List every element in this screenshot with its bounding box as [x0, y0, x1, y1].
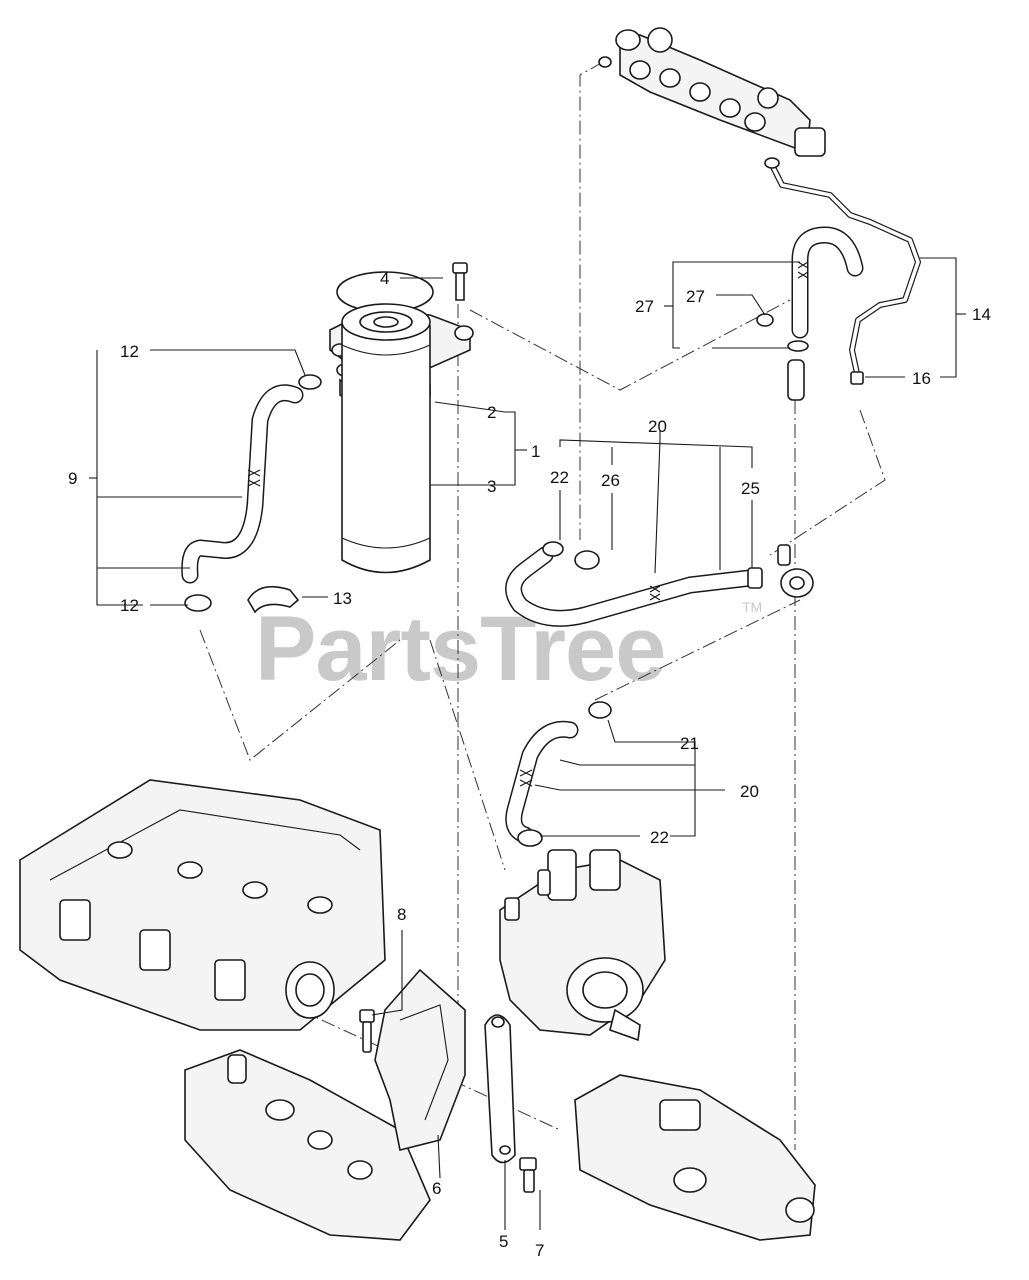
- callout-1: 1: [531, 442, 540, 461]
- callout-labels: 4 2 1 3 12 9 12 13 27 27 14 16 20 22 26 …: [68, 269, 991, 1260]
- callout-13: 13: [333, 589, 352, 608]
- callout-7: 7: [535, 1241, 544, 1260]
- hose-clamp-13: [247, 585, 300, 614]
- cylinder-head: [19, 779, 386, 1031]
- fuel-hose-21: [505, 541, 814, 627]
- callout-21: 20: [648, 417, 667, 436]
- callout-22-right: 25: [741, 479, 760, 498]
- injection-pump: [499, 849, 666, 1042]
- return-hose-26: [756, 226, 864, 401]
- callout-20-bottom: 22: [650, 828, 669, 847]
- callout-25: 26: [601, 471, 620, 490]
- callout-2: 2: [487, 403, 496, 422]
- callout-26: 27: [635, 297, 654, 316]
- callout-12-top: 12: [120, 342, 139, 361]
- fuel-hose-9: [181, 374, 322, 612]
- callout-22-left: 22: [550, 468, 569, 487]
- mounting-strap: [484, 1014, 537, 1193]
- callout-6: 6: [432, 1179, 441, 1198]
- callout-5: 5: [499, 1232, 508, 1251]
- callout-9: 9: [68, 469, 77, 488]
- filter-element: [341, 303, 431, 574]
- callout-16: 16: [912, 369, 931, 388]
- alignment-lines: [199, 61, 886, 1150]
- filter-bracket: [359, 968, 466, 1151]
- leader-lines: [89, 257, 966, 1230]
- callout-14: 14: [972, 305, 991, 324]
- callout-20-top: 21: [680, 734, 699, 753]
- leak-off-line: [764, 157, 921, 385]
- intake-manifold: [184, 1049, 431, 1241]
- thermostat-housing: [574, 1074, 816, 1241]
- callout-27-top: 27: [686, 287, 705, 306]
- callout-3: 3: [487, 477, 496, 496]
- callout-4: 4: [380, 269, 389, 288]
- callout-8: 8: [397, 905, 406, 924]
- callout-12-bottom: 12: [120, 596, 139, 615]
- fuel-hose-17: [505, 701, 612, 847]
- trademark-text: TM: [742, 599, 762, 615]
- callout-17: 20: [740, 782, 759, 801]
- fuel-rail: [598, 27, 826, 157]
